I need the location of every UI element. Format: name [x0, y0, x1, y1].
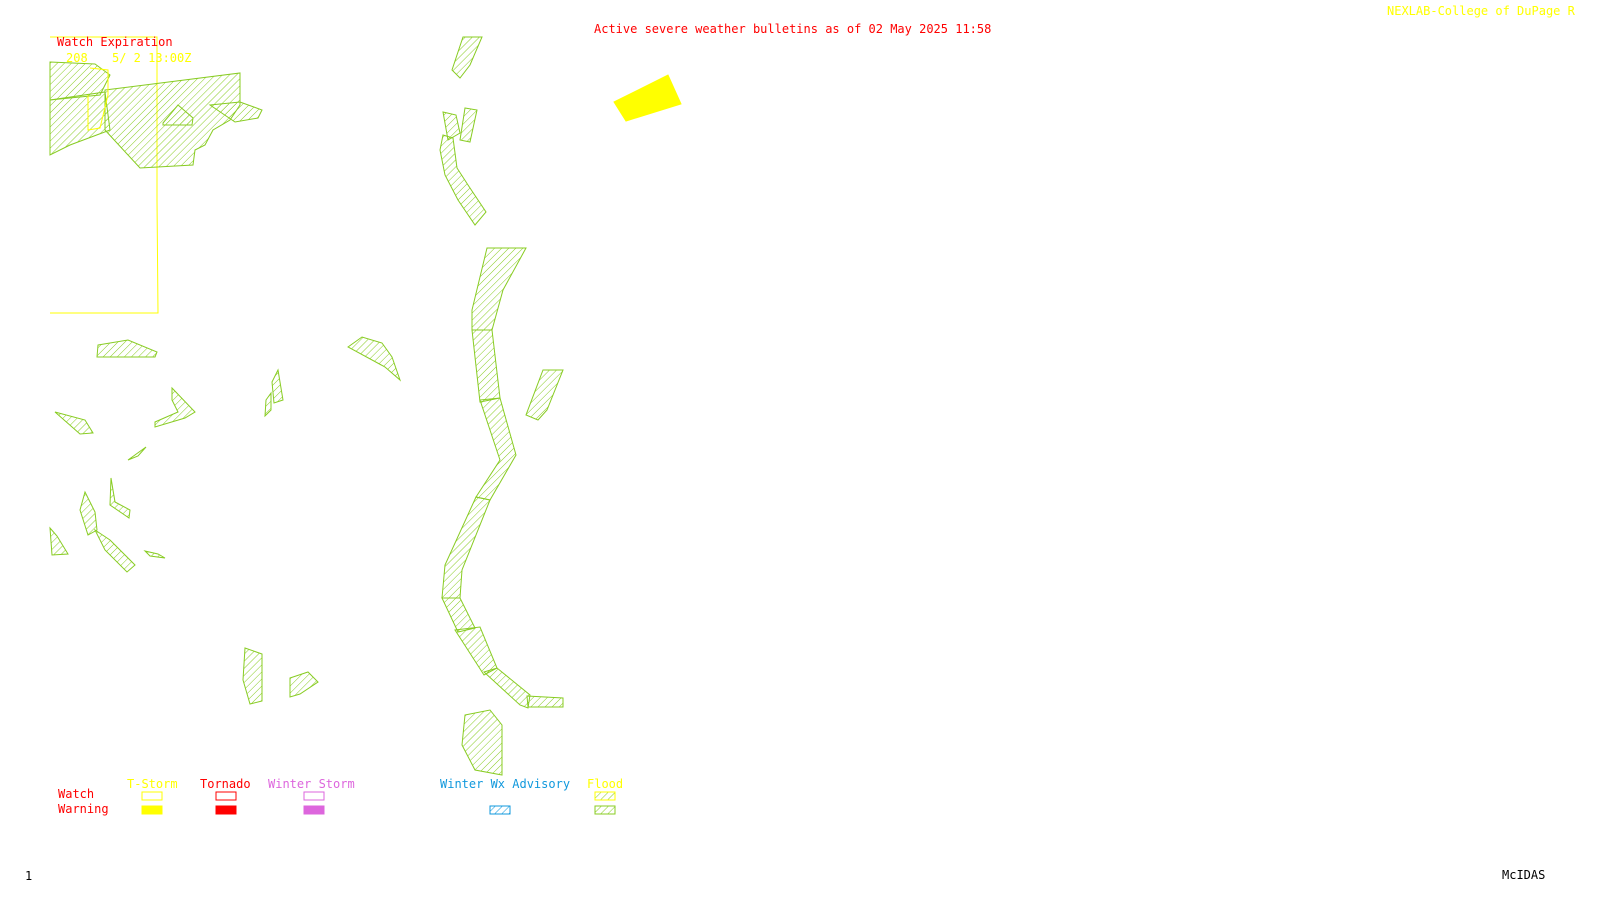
watch-county-outline [87, 67, 109, 131]
flood-warning-area[interactable] [471, 247, 527, 331]
legend-label-tornado: Tornado [200, 777, 251, 791]
watch-expiry-time: 5/ 2 13:00Z [112, 51, 192, 65]
flood-warning-area[interactable] [54, 411, 94, 435]
flood-warning-area[interactable] [49, 526, 69, 556]
flood-warning-area[interactable] [441, 496, 491, 599]
flood-warning-area[interactable] [461, 709, 503, 776]
legend-winter-warning [303, 805, 325, 815]
flood-warning-area[interactable] [459, 107, 478, 143]
flood-warning-area[interactable] [127, 446, 147, 461]
flood-warning-area[interactable] [264, 391, 272, 418]
watch-expiration-heading: Watch Expiration [57, 35, 173, 49]
tstorm-watch-outline[interactable] [50, 36, 159, 314]
flood-warning-area[interactable] [454, 626, 498, 676]
legend-swatches [141, 791, 616, 815]
legend-winadv-warning [489, 805, 511, 815]
flood-warning-area[interactable] [143, 550, 166, 559]
legend-row-warning: Warning [58, 802, 109, 816]
flood-warning-area[interactable] [242, 647, 263, 705]
flood-warning-area[interactable] [289, 671, 319, 698]
frame-number: 1 [25, 869, 33, 883]
flood-warning-area[interactable] [271, 368, 284, 404]
legend-flood-warning [594, 805, 616, 815]
bulletin-title: Active severe weather bulletins as of 02… [594, 22, 992, 36]
legend-label-winter-advisory: Winter Wx Advisory [440, 777, 571, 791]
legend-label-flood: Flood [587, 777, 624, 791]
legend-label-tstorm: T-Storm [127, 777, 178, 791]
flood-warning-area[interactable] [162, 104, 194, 126]
legend-tornado-warning [215, 805, 237, 815]
flood-warning-area[interactable] [442, 111, 461, 141]
tstorm-warning-area[interactable] [613, 74, 682, 122]
legend-tstorm-watch [141, 791, 163, 801]
legend-row-watch: Watch [58, 787, 95, 801]
watch-number[interactable]: 208 [66, 51, 88, 65]
flood-warning-area[interactable] [439, 134, 487, 226]
flood-warning-area[interactable] [49, 91, 111, 156]
flood-warning-area[interactable] [208, 101, 263, 123]
credit-text: NEXLAB-College of DuPage R [1387, 4, 1575, 18]
flood-warning-area[interactable] [347, 336, 402, 382]
flood-warning-area[interactable] [526, 695, 564, 708]
flood-warning-area[interactable] [154, 386, 196, 428]
flood-warning-area[interactable] [441, 597, 476, 633]
legend-tstorm-warning [141, 805, 163, 815]
flood-warning-area[interactable] [471, 329, 501, 403]
flood-warning-area[interactable] [451, 36, 483, 79]
flood-warning-area[interactable] [49, 61, 111, 101]
flood-warning-area[interactable] [525, 369, 564, 421]
flood-warning-area[interactable] [109, 477, 131, 519]
legend-flood-watch [594, 791, 616, 801]
flood-warning-area[interactable] [96, 339, 158, 358]
legend-winter-watch [303, 791, 325, 801]
legend-label-winter-storm: Winter Storm [268, 777, 355, 791]
flood-warnings [49, 36, 564, 776]
software-label: McIDAS [1502, 868, 1546, 882]
flood-warning-area[interactable] [79, 490, 98, 536]
flood-warning-area[interactable] [483, 667, 531, 709]
flood-warning-area[interactable] [475, 397, 517, 501]
flood-warning-area[interactable] [93, 528, 136, 573]
legend-tornado-watch [215, 791, 237, 801]
